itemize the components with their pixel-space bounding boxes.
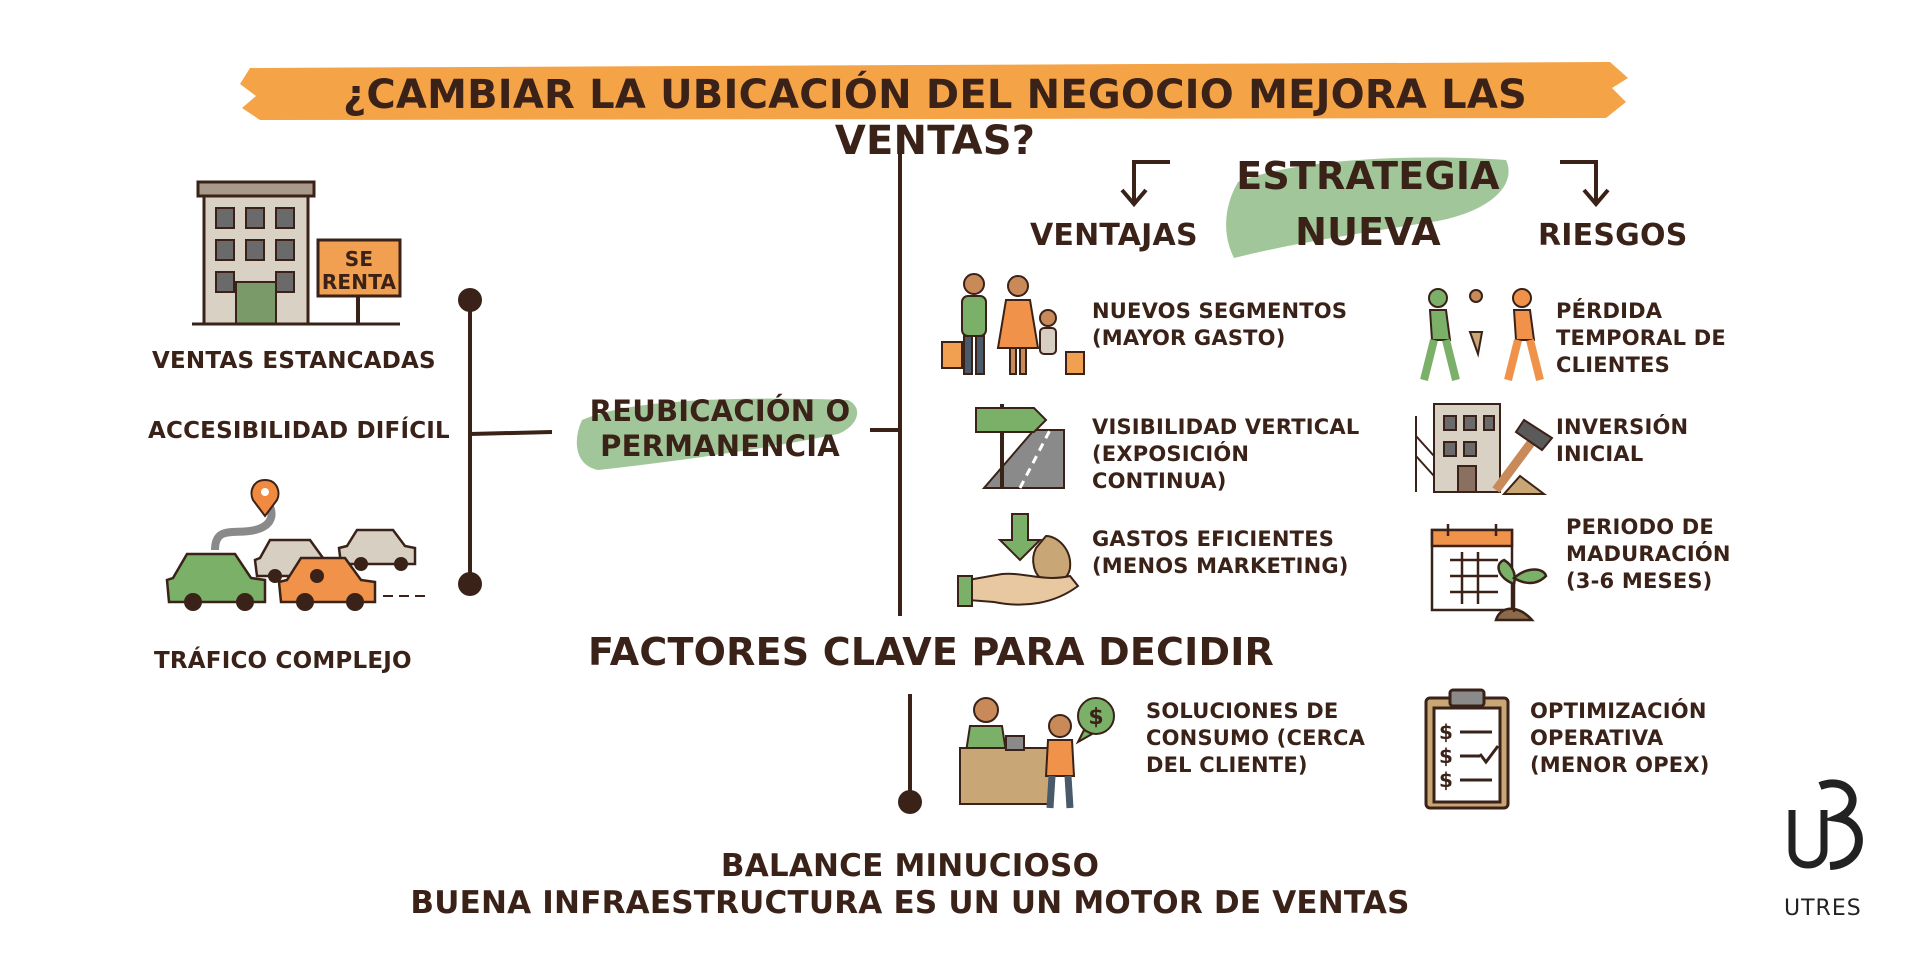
riesgo-2-line-2: INICIAL: [1556, 442, 1644, 466]
riesgo-1-line-3: CLIENTES: [1556, 353, 1670, 377]
sign-text: SE RENTA: [318, 248, 400, 294]
label-accesibilidad-dificil: ACCESIBILIDAD DIFÍCIL: [148, 418, 450, 444]
title-banner: ¿CAMBIAR LA UBICACIÓN DEL NEGOCIO MEJORA…: [240, 58, 1630, 164]
label-ventas-estancadas: VENTAS ESTANCADAS: [152, 348, 436, 374]
relocation-decision-label: REUBICACIÓN O PERMANENCIA: [570, 394, 870, 464]
factors-heading: FACTORES CLAVE PARA DECIDIR: [588, 630, 1275, 674]
logo-text: UTRES: [1784, 896, 1862, 921]
center-label-line-2: PERMANENCIA: [600, 429, 840, 463]
riesgos-heading: RIESGOS: [1538, 218, 1688, 253]
riesgo-3-line-1: PERIODO DE: [1566, 515, 1714, 539]
svg-text:$: $: [1439, 720, 1453, 744]
traffic-cars-icon: [165, 478, 427, 611]
ventajas-heading: VENTAJAS: [1030, 218, 1198, 253]
sign-line-1: SE: [344, 247, 374, 271]
ventaja-item-2: VISIBILIDAD VERTICAL (EXPOSICIÓN CONTINU…: [1092, 414, 1359, 495]
bottom-conclusion: BALANCE MINUCIOSO BUENA INFRAESTRUCTURA …: [340, 848, 1480, 922]
strategy-title: ESTRATEGIA NUEVA: [1218, 148, 1518, 260]
ventaja-item-3: GASTOS EFICIENTES (MENOS MARKETING): [1092, 526, 1349, 580]
svg-text:$: $: [1439, 744, 1453, 768]
label-trafico-complejo: TRÁFICO COMPLEJO: [154, 648, 412, 674]
family-shopping-icon: [941, 273, 1085, 375]
ventaja-1-line-2: (MAYOR GASTO): [1092, 326, 1286, 350]
bottom-line-1: BALANCE MINUCIOSO: [720, 848, 1100, 884]
ventaja-2-line-3: CONTINUA): [1092, 469, 1227, 493]
money-savings-hand-icon: [957, 513, 1080, 607]
ventaja-3-line-1: GASTOS EFICIENTES: [1092, 527, 1335, 551]
riesgo-item-1: PÉRDIDA TEMPORAL DE CLIENTES: [1556, 298, 1726, 379]
ventaja-item-1: NUEVOS SEGMENTOS (MAYOR GASTO): [1092, 298, 1347, 352]
strategy-line-1: ESTRATEGIA: [1236, 154, 1500, 198]
riesgo-item-3: PERIODO DE MADURACIÓN (3-6 MESES): [1566, 514, 1731, 595]
customer-service-counter-icon: $: [959, 697, 1115, 809]
vertical-divider: [870, 154, 902, 616]
orange-brush-stroke: [240, 62, 1628, 120]
walking-people-icon: [1420, 288, 1544, 381]
left-bracket-connector: [458, 288, 553, 596]
factor-1-line-1: SOLUCIONES DE: [1146, 699, 1339, 723]
calendar-plant-icon: [1430, 524, 1548, 622]
ventaja-2-line-1: VISIBILIDAD VERTICAL: [1092, 415, 1360, 439]
riesgo-item-2: INVERSIÓN INICIAL: [1556, 414, 1688, 468]
dollar-icon: $: [1088, 705, 1103, 730]
riesgo-3-line-2: MADURACIÓN: [1566, 542, 1731, 566]
riesgo-1-line-2: TEMPORAL DE: [1556, 326, 1726, 350]
svg-text:$: $: [1439, 768, 1453, 792]
ventaja-3-line-2: (MENOS MARKETING): [1092, 554, 1349, 578]
center-green-brush: [576, 398, 858, 470]
riesgo-3-line-3: (3-6 MESES): [1566, 569, 1713, 593]
road-signpost-icon: [975, 404, 1065, 489]
factors-connector: [898, 694, 922, 814]
riesgo-1-line-1: PÉRDIDA: [1556, 299, 1663, 323]
center-label-line-1: REUBICACIÓN O: [589, 394, 851, 428]
arrow-down-right-icon: [1560, 160, 1610, 208]
utres-logo: [1788, 779, 1863, 870]
factor-2-line-3: (MENOR OPEX): [1530, 753, 1710, 777]
ventaja-2-line-2: (EXPOSICIÓN: [1092, 442, 1250, 466]
factor-item-2: OPTIMIZACIÓN OPERATIVA (MENOR OPEX): [1530, 698, 1710, 779]
factor-1-line-2: CONSUMO (CERCA: [1146, 726, 1366, 750]
clipboard-checklist-icon: $$$: [1424, 688, 1510, 810]
factor-item-1: SOLUCIONES DE CONSUMO (CERCA DEL CLIENTE…: [1146, 698, 1365, 779]
bottom-line-2: BUENA INFRAESTRUCTURA ES UN UN MOTOR DE …: [410, 885, 1410, 921]
arrow-down-left-icon: [1120, 160, 1170, 208]
building-for-rent-icon: [192, 180, 402, 326]
factor-2-line-2: OPERATIVA: [1530, 726, 1664, 750]
factor-2-line-1: OPTIMIZACIÓN: [1530, 699, 1707, 723]
construction-investment-icon: [1415, 403, 1554, 495]
sign-line-2: RENTA: [321, 270, 397, 294]
page-title: ¿CAMBIAR LA UBICACIÓN DEL NEGOCIO MEJORA…: [342, 72, 1528, 164]
strategy-green-brush: [1226, 157, 1509, 258]
factor-1-line-3: DEL CLIENTE): [1146, 753, 1308, 777]
riesgo-2-line-1: INVERSIÓN: [1556, 415, 1689, 439]
ventaja-1-line-1: NUEVOS SEGMENTOS: [1092, 299, 1348, 323]
strategy-line-2: NUEVA: [1295, 210, 1441, 254]
